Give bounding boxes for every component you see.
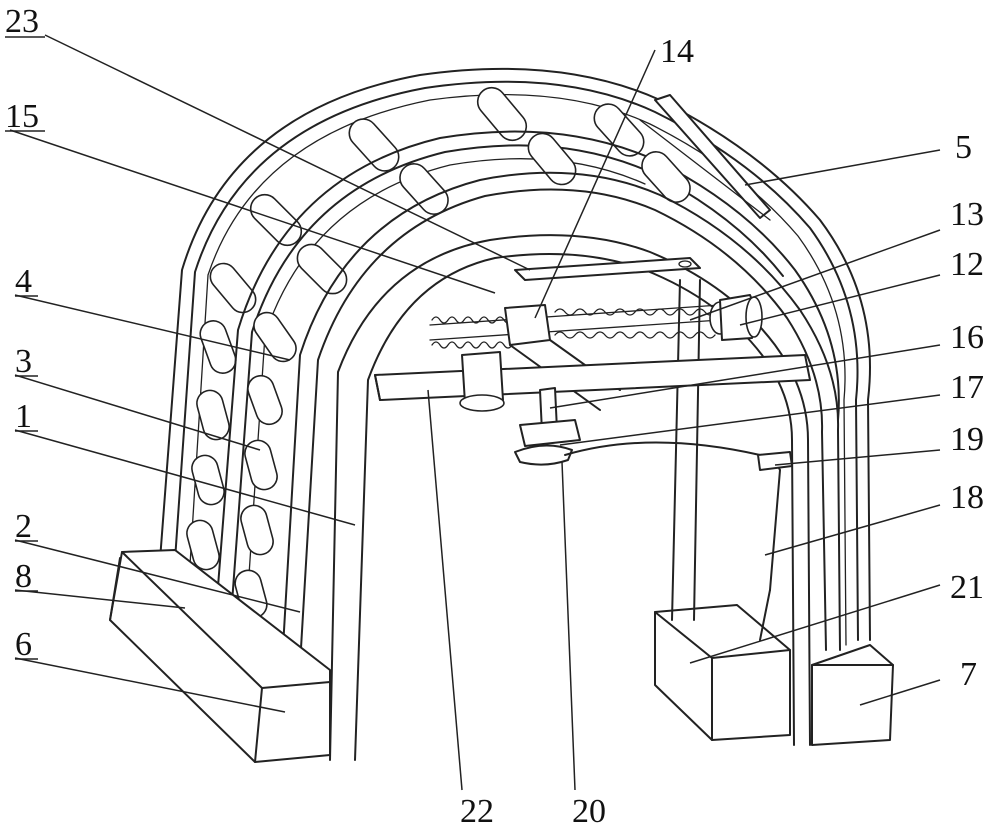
callout-21: 21 <box>950 569 984 606</box>
callout-15: 15 <box>5 98 39 135</box>
callout-4: 4 <box>15 263 32 300</box>
callout-8: 8 <box>15 558 32 595</box>
cable-18-19 <box>564 441 793 641</box>
callout-6: 6 <box>15 626 32 663</box>
callout-7: 7 <box>960 656 977 693</box>
callout-underlines <box>5 36 45 660</box>
callout-13: 13 <box>950 196 984 233</box>
screw-assembly <box>429 301 731 349</box>
callout-23: 23 <box>5 3 39 40</box>
callout-16: 16 <box>950 319 984 356</box>
left-base <box>109 549 331 763</box>
middle-arch-frame <box>214 130 840 636</box>
callout-12: 12 <box>950 246 984 283</box>
crossbar-22 <box>374 354 811 401</box>
callout-14: 14 <box>660 33 694 70</box>
callout-20: 20 <box>572 793 606 830</box>
callout-18: 18 <box>950 479 984 516</box>
callout-3: 3 <box>15 343 32 380</box>
inner-post-2 <box>693 279 701 621</box>
callout-22: 22 <box>460 793 494 830</box>
middle-arch-rollers <box>234 132 691 619</box>
callout-5: 5 <box>955 129 972 166</box>
callout-1: 1 <box>15 398 32 435</box>
guide-rail-23 <box>514 257 701 281</box>
hanger-left <box>459 351 505 412</box>
leader-lines <box>9 34 941 791</box>
callout-2: 2 <box>15 508 32 545</box>
inner-post <box>671 279 681 621</box>
callout-labels: 23 15 4 3 1 2 8 6 14 5 13 12 16 17 19 18… <box>5 3 984 830</box>
callout-17: 17 <box>950 369 984 406</box>
right-base-7 <box>811 644 894 746</box>
callout-19: 19 <box>950 421 984 458</box>
box-21 <box>654 604 791 741</box>
rod-16-17 <box>514 387 581 466</box>
top-plate-5 <box>639 94 771 221</box>
